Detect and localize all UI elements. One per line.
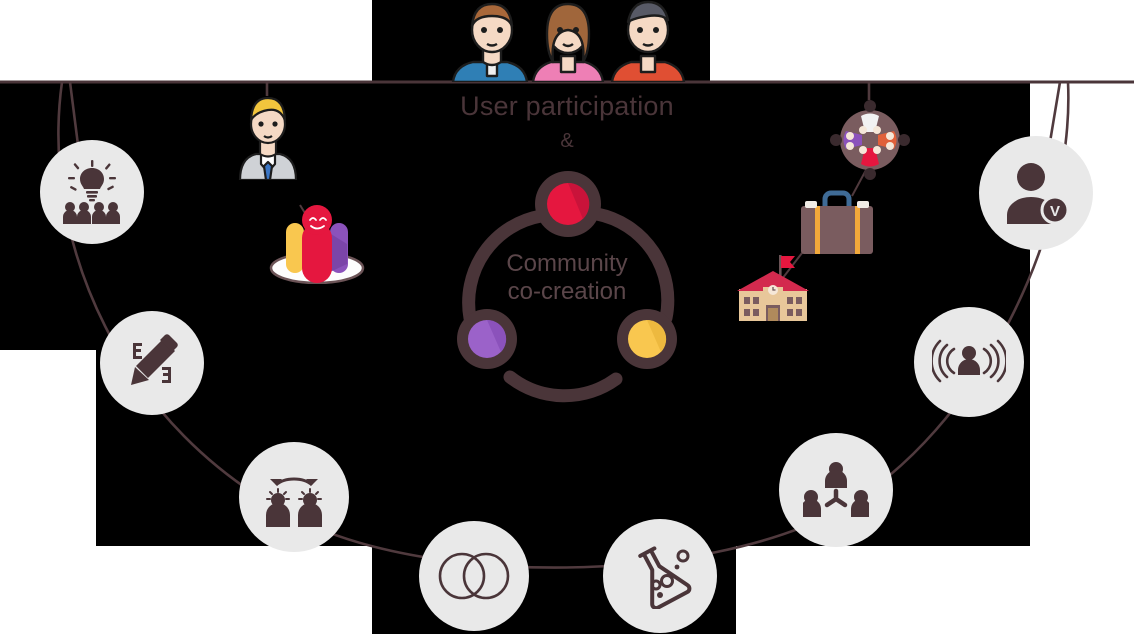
verified-person-icon: V	[1007, 163, 1069, 224]
venn-overlap-icon	[438, 552, 510, 600]
school-building-illustration	[737, 255, 809, 321]
badge-network-people[interactable]	[779, 433, 893, 547]
badge-overlap-venn[interactable]	[419, 521, 529, 631]
cycle-arc-right	[590, 207, 675, 325]
verified-badge-letter: V	[1050, 203, 1060, 220]
badge-design-pencil[interactable]	[100, 311, 204, 415]
diagram-heading: User participation &	[0, 92, 1134, 153]
briefcase-illustration	[801, 190, 873, 254]
stem-right	[1048, 81, 1062, 143]
subtitle-line-2: co-creation	[507, 278, 627, 306]
badge-knowledge-exchange[interactable]	[239, 442, 349, 552]
cycle-arc-bottom	[503, 370, 623, 403]
illus-team-figures	[268, 198, 366, 284]
diagram-subheading: Community co-creation	[0, 250, 1134, 307]
pencil-design-icon	[131, 334, 178, 385]
bg-plate-bottom-left	[96, 546, 372, 634]
flask-experiment-icon	[638, 546, 692, 609]
illus-businessman	[238, 92, 298, 180]
broadcast-person-icon	[932, 339, 1006, 383]
team-figures-illustration	[269, 205, 365, 284]
knowledge-exchange-icon	[266, 477, 322, 527]
node-left-purple[interactable]	[457, 309, 517, 374]
cycle-arc-left	[462, 209, 548, 325]
idea-lightbulb-crowd-icon	[63, 160, 120, 224]
node-right-yellow[interactable]	[617, 309, 677, 374]
businessman-illustration	[238, 96, 298, 180]
stem-left	[68, 81, 80, 146]
people-network-icon	[803, 462, 869, 517]
title-line-1: User participation	[460, 91, 674, 121]
title-ampersand: &	[560, 130, 574, 153]
main-arc-path	[57, 81, 1070, 569]
illus-school	[733, 255, 813, 321]
three-people-illustration	[451, 0, 686, 82]
badge-experiment-flask[interactable]	[603, 519, 717, 633]
subtitle-line-1: Community	[506, 250, 628, 277]
illus-trio-people	[443, 0, 693, 82]
badge-verified-person[interactable]: V	[979, 136, 1093, 250]
bg-plate-bottom-right	[736, 546, 1030, 634]
illus-meeting-table	[830, 100, 910, 180]
node-top-red[interactable]	[535, 171, 601, 242]
badge-idea-crowd[interactable]	[40, 140, 144, 244]
meeting-table-illustration	[830, 100, 910, 180]
bg-plate-top-right	[710, 0, 1134, 82]
bg-plate-top-left	[0, 0, 372, 82]
badge-broadcast-person[interactable]	[914, 307, 1024, 417]
illus-briefcase	[797, 190, 877, 260]
bg-plate-left-lower	[0, 350, 96, 634]
tether-meeting	[851, 169, 867, 197]
